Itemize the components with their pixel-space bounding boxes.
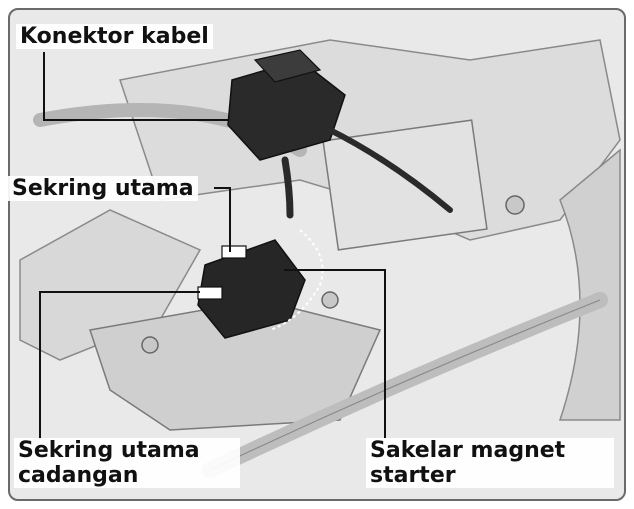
relay-wire-dotted	[269, 229, 324, 331]
leader-cadangan	[39, 291, 200, 440]
leader-sakelar	[284, 269, 386, 438]
label-sakelar-line1: Sakelar magnet	[370, 438, 566, 463]
bolt-3	[321, 291, 339, 309]
right-frame-rail	[558, 148, 621, 421]
leader-konektor	[43, 52, 228, 121]
battery-box	[322, 119, 488, 251]
main-fuse	[221, 245, 247, 259]
connector-cap	[253, 49, 322, 83]
label-sakelar-magnet-starter: Sakelar magnet starter	[366, 438, 614, 488]
cable-connector-component	[227, 49, 453, 219]
tube-lower-edge	[209, 299, 601, 471]
bolt-1	[505, 195, 525, 215]
starter-relay-component	[197, 229, 324, 339]
spare-fuse	[197, 286, 223, 300]
label-sakelar-line2: starter	[370, 463, 456, 488]
label-sekring-utama: Sekring utama	[8, 176, 198, 201]
label-cadangan-line1: Sekring utama	[18, 438, 200, 463]
background-frame-parts	[19, 39, 621, 478]
wire-harness-right	[327, 127, 453, 213]
label-sekring-utama-cadangan: Sekring utama cadangan	[14, 438, 240, 488]
label-cadangan-line2: cadangan	[18, 463, 139, 488]
leader-sekring	[214, 187, 231, 252]
bolt-2	[141, 336, 159, 354]
leader-lines	[39, 52, 386, 440]
label-konektor-kabel: Konektor kabel	[16, 24, 213, 49]
wire-harness	[281, 156, 294, 219]
